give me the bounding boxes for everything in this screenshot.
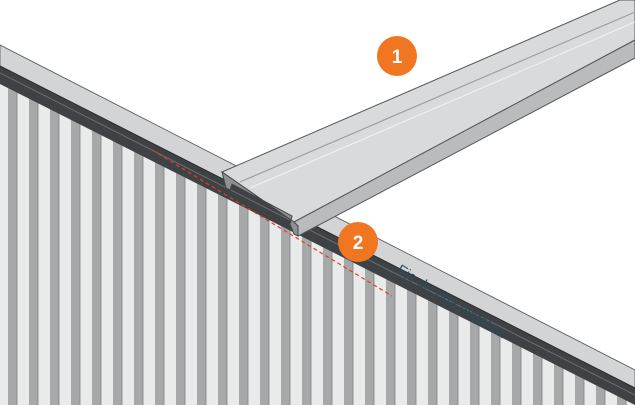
beam-dark-band	[0, 66, 635, 405]
wall-rib	[512, 342, 521, 405]
beam-highlight-line	[0, 72, 635, 396]
badge-2: 2	[338, 222, 378, 262]
cap-profile	[220, 0, 635, 237]
wall-rib	[386, 278, 395, 405]
wall-rib	[365, 267, 374, 405]
wall-rib	[449, 310, 458, 405]
wall-rib	[239, 203, 248, 405]
wall-rib	[617, 395, 626, 405]
wall-rib	[470, 321, 479, 405]
profile-end-section	[221, 170, 299, 237]
wall-rib	[92, 128, 101, 405]
wall-rib	[302, 235, 311, 405]
wall-rib	[344, 256, 353, 405]
wall-rib	[491, 331, 500, 405]
wall-rib	[596, 385, 605, 405]
wall-rib	[281, 224, 290, 405]
wall-rib	[176, 171, 185, 405]
profile-groove-2	[249, 21, 635, 189]
wall-rib	[428, 299, 437, 405]
badge-1-circle	[377, 36, 417, 76]
wall-rib	[260, 214, 269, 405]
wall-rib	[71, 118, 80, 405]
wall-rib	[134, 150, 143, 405]
wall-rib	[8, 86, 17, 405]
badge-1-number: 1	[392, 47, 403, 68]
beam-edge-line	[0, 65, 635, 389]
wall-rib	[575, 374, 584, 405]
wall-rib	[554, 363, 563, 405]
wall-rib	[155, 160, 164, 405]
wall-rib	[218, 192, 227, 405]
beam-axis-line	[151, 149, 393, 297]
wall-rib	[50, 107, 59, 405]
wall-rib	[29, 96, 38, 405]
wall-rib	[197, 182, 206, 405]
wall-rib	[323, 246, 332, 405]
wall-ribs	[8, 86, 627, 405]
badge-2-circle	[338, 222, 378, 262]
wall-rib	[407, 289, 416, 405]
wall-rib	[113, 139, 122, 405]
badge-1: 1	[377, 36, 417, 76]
badge-2-number: 2	[353, 233, 364, 254]
wall-rib	[533, 353, 542, 405]
profile-groove-1	[239, 11, 635, 183]
